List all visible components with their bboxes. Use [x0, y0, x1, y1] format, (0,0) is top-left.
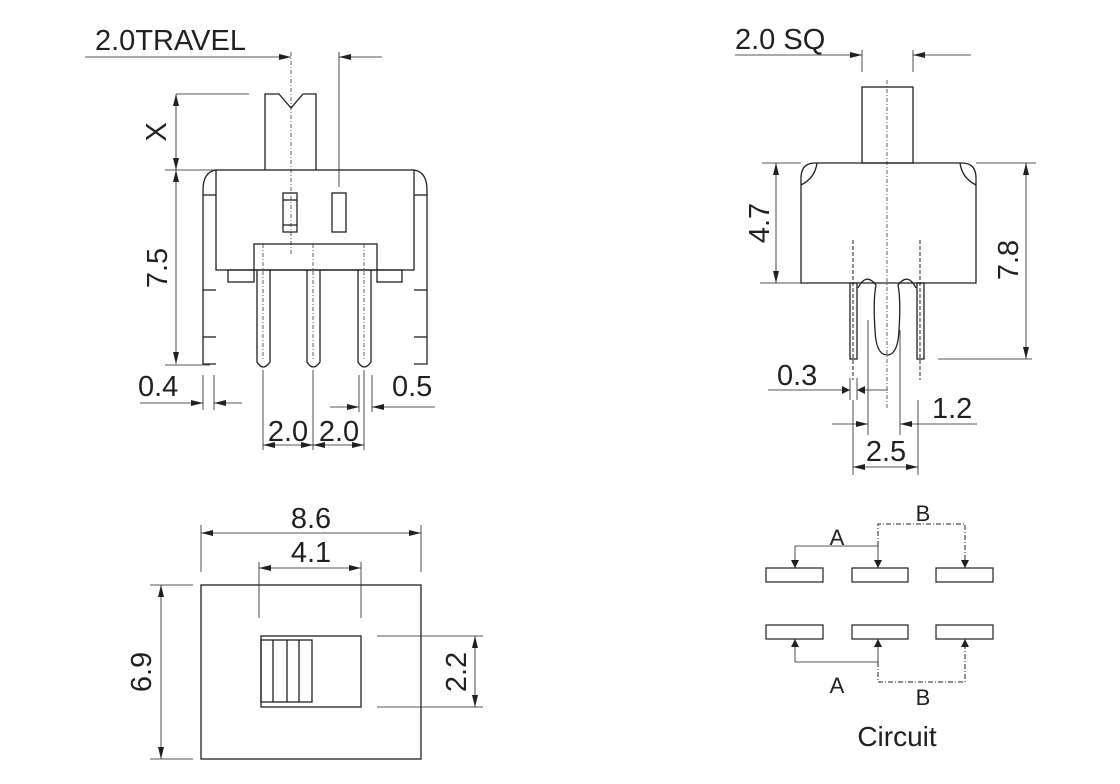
- contact-pad: [935, 624, 994, 640]
- pin-span-label: 2.5: [866, 436, 906, 468]
- total-height-label: 7.8: [993, 240, 1025, 280]
- path-a-bottom: [791, 639, 878, 663]
- contact-pad: [765, 567, 824, 583]
- depth-label: 6.9: [126, 652, 158, 692]
- body-height-label: 4.7: [744, 203, 776, 243]
- body-base: [253, 243, 378, 271]
- right-pin-label: 0.5: [392, 371, 432, 403]
- actuator: [264, 93, 317, 170]
- pin-3: [357, 270, 372, 368]
- switch-top-body: [200, 584, 422, 760]
- contact-pad: [851, 624, 909, 640]
- pitch-left-label: 2.0: [268, 416, 308, 448]
- actuator-label: 2.0 SQ: [735, 24, 825, 56]
- frame-leg-right: [413, 169, 428, 365]
- top-a-label: A: [830, 525, 845, 550]
- bottom-a-label: A: [830, 673, 845, 698]
- tab-left: [227, 269, 255, 283]
- actuator-end: [861, 86, 914, 164]
- path-b-top: [877, 523, 969, 568]
- slot-opening: [260, 635, 362, 708]
- slot-height-label: 2.2: [441, 652, 473, 692]
- height-label: 7.5: [142, 248, 174, 288]
- travel-label: 2.0TRAVEL: [95, 25, 246, 57]
- end-view: 2.0 SQ 4.7 7.8 0.3 1.2 2.5: [735, 24, 1036, 475]
- gap-label: 1.2: [932, 393, 972, 425]
- contact-pad: [765, 624, 824, 640]
- switch-body: [215, 169, 415, 271]
- path-b-bottom: [877, 639, 969, 683]
- x-label: X: [141, 122, 173, 141]
- switch-body-end: [800, 162, 977, 284]
- side-view: 2.0TRAVEL X 7.5 0.4: [85, 25, 435, 450]
- contact-pad: [851, 567, 909, 583]
- frame-leg-left: [202, 169, 217, 365]
- width-label: 8.6: [291, 503, 331, 535]
- slot-label: 4.1: [291, 537, 331, 569]
- top-view: 8.6 4.1 6.9 2.2: [126, 503, 483, 760]
- top-b-label: B: [916, 501, 931, 526]
- pin-2: [306, 270, 321, 368]
- left-pin-label: 0.4: [138, 371, 178, 403]
- pin-1: [256, 270, 271, 368]
- contact-pad: [935, 567, 994, 583]
- slot-right: [331, 192, 347, 233]
- tab-right: [376, 269, 403, 283]
- circuit-caption: Circuit: [857, 721, 937, 752]
- spring-contact: [857, 278, 917, 356]
- bottom-b-label: B: [916, 685, 931, 710]
- pin-thickness-label: 0.3: [777, 360, 817, 392]
- circuit-diagram: A B A B Circuit: [765, 501, 994, 752]
- slot-left: [282, 192, 298, 233]
- path-a-top: [791, 545, 878, 568]
- pitch-right-label: 2.0: [319, 416, 359, 448]
